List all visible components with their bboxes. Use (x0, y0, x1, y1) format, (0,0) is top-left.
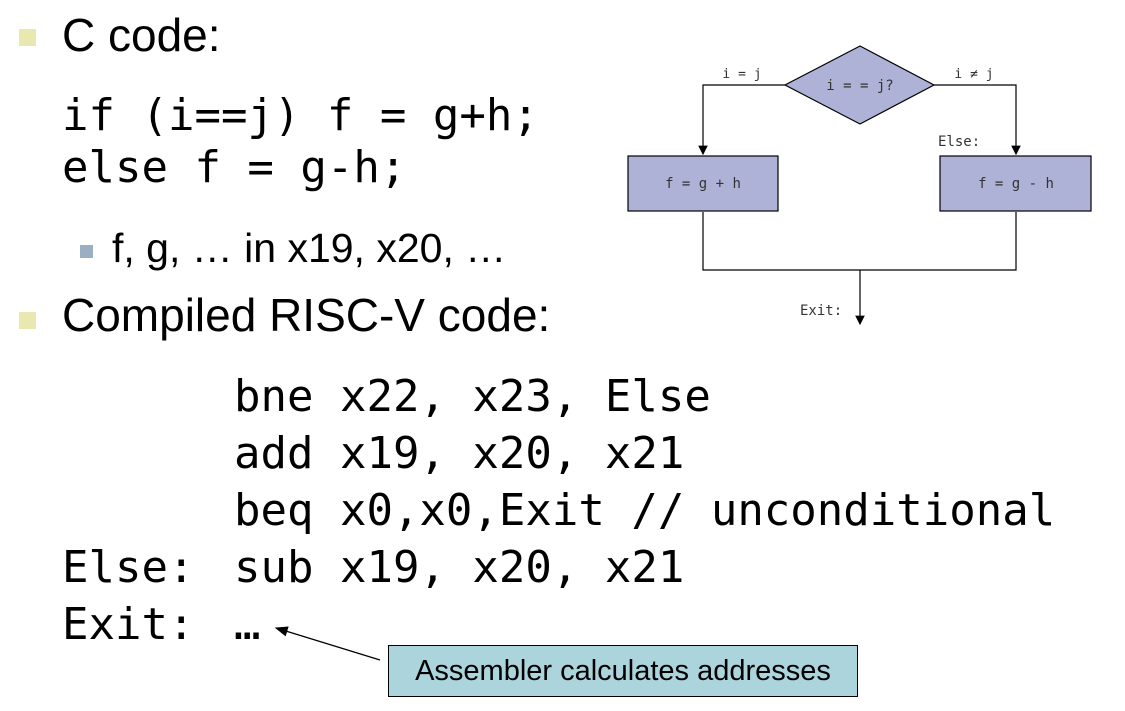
else-block (939, 155, 1092, 212)
bullet-marker (19, 29, 36, 46)
arrow-icon (274, 626, 381, 661)
flow-edge-false (934, 84, 1021, 156)
asm-instruction: bne x22, x23, Else (234, 371, 711, 422)
asm-instruction: beq x0,x0,Exit // unconditional (234, 485, 1056, 536)
decision-label: i = = j? (826, 78, 893, 94)
flowchart: i = = j? i = j i ≠ j f = g + h f = g - h… (627, 45, 1092, 326)
c-code-line-1: if (i==j) f = g+h; (62, 90, 539, 141)
asm-instruction: … (234, 599, 261, 650)
asm-instruction: add x19, x20, x21 (234, 428, 685, 479)
c-code-line-2: else f = g-h; (62, 142, 407, 193)
false-branch-label: i ≠ j (954, 67, 993, 82)
riscv-code-heading: Compiled RISC-V code: (62, 289, 551, 341)
assembler-callout: Assembler calculates addresses (388, 645, 858, 697)
then-block-label: f = g + h (665, 176, 741, 192)
asm-label: Exit: (62, 599, 195, 650)
register-mapping-note: f, g, … in x19, x20, … (112, 225, 507, 271)
decision-diamond (783, 45, 936, 125)
true-branch-label: i = j (722, 67, 761, 82)
callout-text: Assembler calculates addresses (415, 654, 831, 687)
sub-bullet-marker (80, 245, 93, 258)
asm-label: Else: (62, 542, 195, 593)
else-block-label: f = g - h (978, 176, 1054, 192)
asm-instruction: sub x19, x20, x21 (234, 542, 685, 593)
flow-edge-true (698, 84, 785, 156)
bullet-marker (19, 312, 36, 329)
exit-label: Exit: (800, 303, 842, 319)
else-label: Else: (938, 134, 980, 150)
then-block (627, 155, 779, 212)
flow-edge-merge (702, 212, 1017, 271)
c-code-heading: C code: (62, 9, 221, 61)
